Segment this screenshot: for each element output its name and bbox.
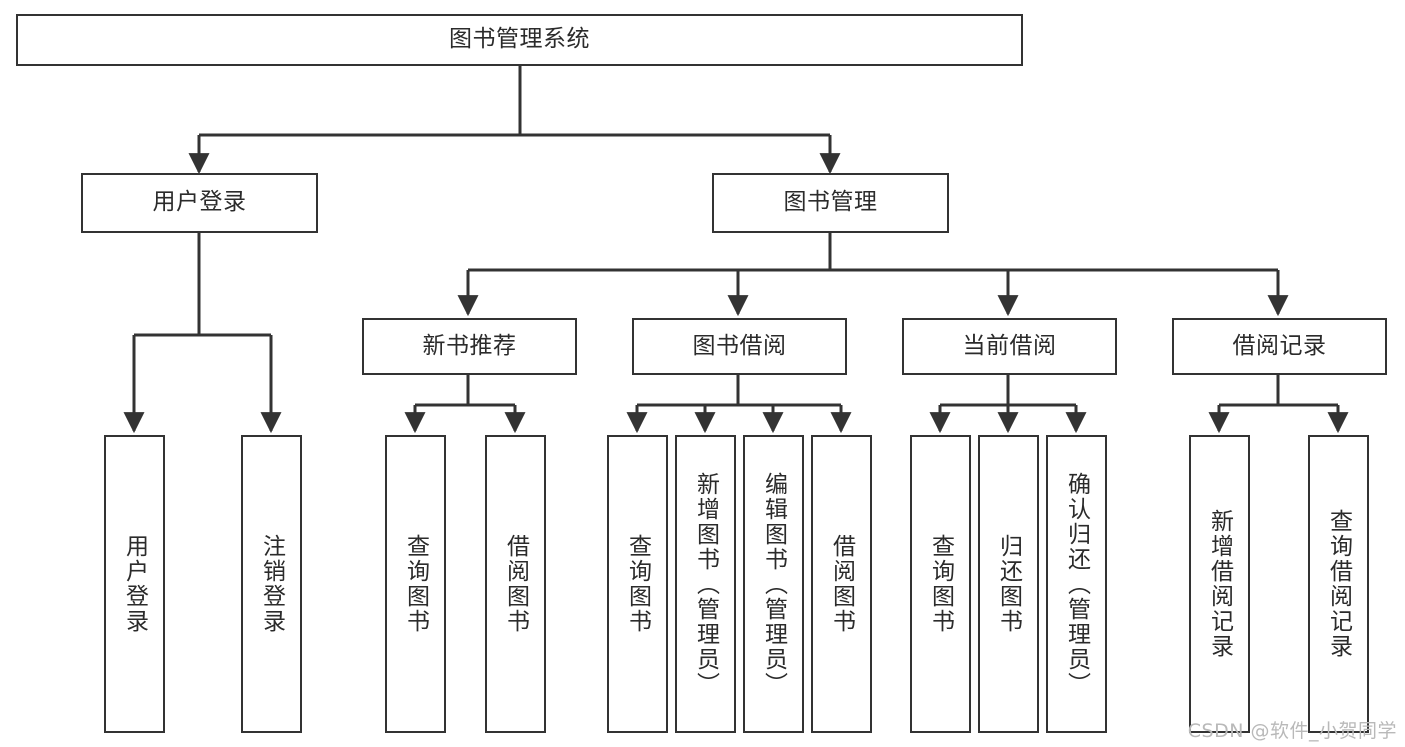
node-book-manage[interactable]: 图书管理	[712, 173, 949, 233]
node-leaf-query-book-1-label: 查询图书	[402, 534, 429, 634]
node-leaf-query-record[interactable]: 查询借阅记录	[1308, 435, 1369, 733]
node-leaf-add-book[interactable]: 新增图书（管理员）	[675, 435, 736, 733]
node-leaf-borrow-book-1-label: 借阅图书	[502, 534, 529, 634]
node-book-manage-label: 图书管理	[783, 189, 878, 216]
node-leaf-return-book[interactable]: 归还图书	[978, 435, 1039, 733]
csdn-watermark: CSDN @软件_小贺同学	[1187, 720, 1397, 742]
node-leaf-edit-book-label: 编辑图书（管理员）	[760, 471, 787, 697]
node-user-login[interactable]: 用户登录	[81, 173, 318, 233]
node-leaf-query-record-label: 查询借阅记录	[1325, 509, 1352, 659]
node-leaf-borrow-book-2-label: 借阅图书	[828, 534, 855, 634]
node-root[interactable]: 图书管理系统	[16, 14, 1023, 66]
node-leaf-logout-login[interactable]: 注销登录	[241, 435, 302, 733]
node-user-login-label: 用户登录	[152, 189, 247, 216]
node-leaf-query-book-1[interactable]: 查询图书	[385, 435, 446, 733]
node-leaf-add-book-label: 新增图书（管理员）	[692, 471, 719, 697]
node-borrow-record[interactable]: 借阅记录	[1172, 318, 1387, 375]
node-book-borrow-label: 图书借阅	[692, 332, 787, 359]
node-leaf-user-login[interactable]: 用户登录	[104, 435, 165, 733]
node-new-book-rec-label: 新书推荐	[422, 332, 517, 359]
node-leaf-user-login-label: 用户登录	[121, 534, 148, 634]
node-leaf-return-book-label: 归还图书	[995, 534, 1022, 634]
node-borrow-record-label: 借阅记录	[1232, 332, 1327, 359]
node-leaf-confirm-return[interactable]: 确认归还（管理员）	[1046, 435, 1107, 733]
node-book-borrow[interactable]: 图书借阅	[632, 318, 847, 375]
node-root-label: 图书管理系统	[449, 26, 590, 53]
node-leaf-borrow-book-1[interactable]: 借阅图书	[485, 435, 546, 733]
node-new-book-rec[interactable]: 新书推荐	[362, 318, 577, 375]
node-leaf-query-book-3[interactable]: 查询图书	[910, 435, 971, 733]
node-leaf-borrow-book-2[interactable]: 借阅图书	[811, 435, 872, 733]
node-leaf-query-book-2-label: 查询图书	[624, 534, 651, 634]
node-leaf-query-book-2[interactable]: 查询图书	[607, 435, 668, 733]
node-leaf-edit-book[interactable]: 编辑图书（管理员）	[743, 435, 804, 733]
node-leaf-query-book-3-label: 查询图书	[927, 534, 954, 634]
node-leaf-add-record-label: 新增借阅记录	[1206, 509, 1233, 659]
node-leaf-add-record[interactable]: 新增借阅记录	[1189, 435, 1250, 733]
node-current-borrow[interactable]: 当前借阅	[902, 318, 1117, 375]
node-current-borrow-label: 当前借阅	[962, 332, 1057, 359]
node-leaf-confirm-return-label: 确认归还（管理员）	[1063, 471, 1090, 697]
node-leaf-logout-login-label: 注销登录	[258, 534, 285, 634]
